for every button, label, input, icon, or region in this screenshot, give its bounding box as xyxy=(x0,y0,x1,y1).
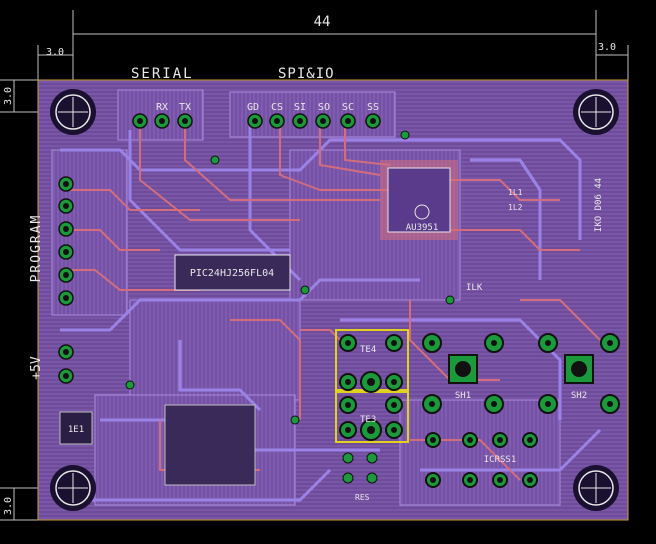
spi-pin-si: SI xyxy=(294,102,306,113)
bottom-traces xyxy=(60,120,602,502)
spi-header-pins xyxy=(247,113,381,129)
spi-header-label: SPI&IO xyxy=(278,66,335,82)
mounting-hole-top-right xyxy=(573,89,619,135)
serial-pin-rx: RX xyxy=(156,102,168,113)
mounting-holes xyxy=(50,89,619,511)
switch-te3-label: TE3 xyxy=(360,415,376,425)
dimension-annotations xyxy=(0,10,629,521)
switch-sh2-label: SH2 xyxy=(571,391,587,401)
mcu-label: AU3951 xyxy=(406,223,439,233)
serial-pin-tx: TX xyxy=(179,102,191,113)
program-header-label: PROGRAM xyxy=(29,214,44,283)
program-header-pins xyxy=(58,176,74,306)
mounting-hole-bottom-right xyxy=(573,465,619,511)
flash-label: PIC24HJ256FL04 xyxy=(190,268,274,279)
dimension-right-margin: 3.0 xyxy=(598,42,616,53)
serial-header-label: SERIAL xyxy=(131,66,194,82)
part-1l1: 1L1 xyxy=(508,188,523,197)
flash-chip: PIC24HJ256FL04 xyxy=(174,254,291,291)
part-ilk: ILK xyxy=(466,283,483,293)
power-header-pins xyxy=(58,344,74,384)
side-label: IKO D06 44 xyxy=(594,178,604,232)
dimension-bottom-margin: 3.0 xyxy=(3,497,14,515)
bottom-connector-label: ICRSS1 xyxy=(484,455,517,465)
power-header-label: +5V xyxy=(29,356,44,380)
switch-te3: TE3 xyxy=(339,396,403,441)
program-header: PROGRAM xyxy=(29,176,74,306)
spi-pin-sc: SC xyxy=(342,102,354,113)
capacitor-label: 1E1 xyxy=(68,425,84,435)
switch-te4-label: TE4 xyxy=(360,345,376,355)
part-res: RES xyxy=(355,493,370,502)
dimension-left-margin: 3.0 xyxy=(46,47,64,58)
dimension-top-margin: 3.0 xyxy=(3,87,14,105)
serial-header-pins xyxy=(132,113,193,129)
spi-pin-cs: CS xyxy=(271,102,283,113)
spi-pin-so: SO xyxy=(318,102,330,113)
switch-sh1: SH1 xyxy=(422,333,504,414)
spi-header: SPI&IO GD CS SI SO SC SS xyxy=(247,66,381,129)
spi-pin-ss: SS xyxy=(367,102,379,113)
switch-sh1-label: SH1 xyxy=(455,391,471,401)
mounting-hole-bottom-left xyxy=(50,465,96,511)
capacitor-box xyxy=(59,411,93,445)
part-1l2: 1L2 xyxy=(508,203,523,212)
regulator-body xyxy=(164,404,256,486)
vias xyxy=(125,130,455,484)
bottom-connector: ICRSS1 xyxy=(425,432,538,488)
mounting-hole-top-left xyxy=(50,89,96,135)
switch-sh2: SH2 xyxy=(538,333,620,414)
switch-te4: TE4 xyxy=(339,334,403,393)
dimension-width: 44 xyxy=(314,14,331,30)
serial-header: SERIAL RX TX xyxy=(131,66,194,129)
top-traces xyxy=(70,120,601,481)
mcu-chip: AU3951 xyxy=(380,160,458,240)
spi-pin-gd: GD xyxy=(247,102,259,113)
power-header: +5V xyxy=(29,344,74,384)
